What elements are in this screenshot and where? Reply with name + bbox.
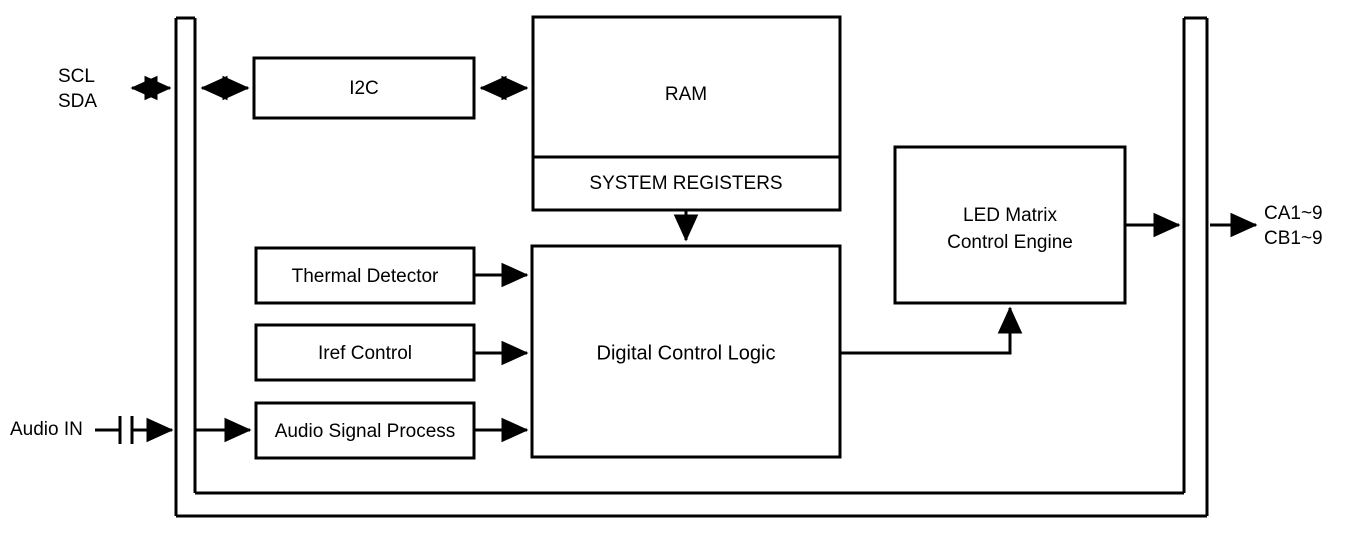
block-i2c-label: I2C [349, 78, 379, 99]
port-label-sda: SDA [58, 91, 97, 112]
block-system-registers-label: SYSTEM REGISTERS [589, 173, 782, 194]
block-audio-signal-process-label: Audio Signal Process [275, 421, 456, 442]
block-iref-control-label: Iref Control [318, 343, 412, 364]
block-led-matrix-control-engine-label-line2: Control Engine [947, 232, 1073, 253]
block-led-matrix-control-engine[interactable]: LED Matrix Control Engine [893, 145, 1127, 305]
chip-boundary-left-rail [174, 16, 197, 516]
port-label-cb-out: CB1~9 [1264, 228, 1323, 249]
block-digital-control-logic-label: Digital Control Logic [597, 342, 776, 364]
block-iref-control[interactable]: Iref Control [254, 323, 476, 382]
block-ram-system-registers[interactable]: RAM SYSTEM REGISTERS [531, 15, 842, 212]
block-thermal-detector[interactable]: Thermal Detector [254, 246, 476, 305]
block-i2c[interactable]: I2C [252, 56, 476, 120]
block-digital-control-logic[interactable]: Digital Control Logic [530, 244, 842, 459]
block-audio-signal-process[interactable]: Audio Signal Process [254, 401, 476, 460]
connector-audio-in-external [95, 416, 174, 444]
block-thermal-detector-label: Thermal Detector [292, 266, 439, 287]
chip-boundary-right-rail [1182, 16, 1209, 516]
port-label-audio-in: Audio IN [10, 419, 83, 440]
port-label-scl: SCL [58, 66, 95, 87]
block-ram-label: RAM [665, 84, 707, 105]
connector-digital-control-logic-to-led-engine [840, 306, 1023, 355]
chip-boundary-bottom-rails [176, 491, 1207, 518]
port-label-ca-out: CA1~9 [1264, 203, 1323, 224]
block-led-matrix-control-engine-label-line1: LED Matrix [963, 205, 1057, 226]
